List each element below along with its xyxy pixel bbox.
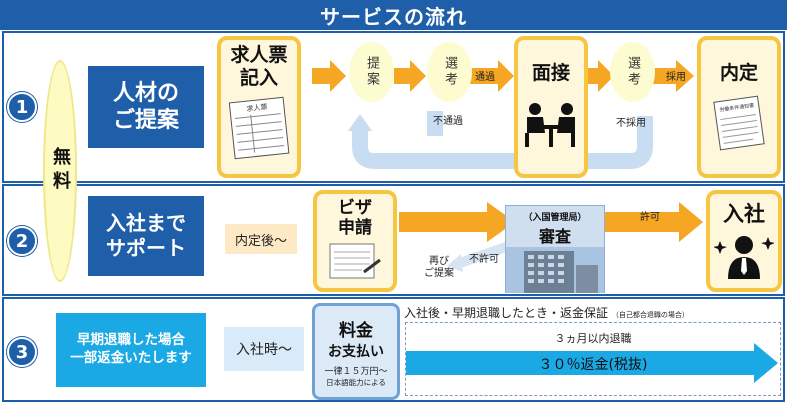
step-1-label-line1: 人材の: [112, 80, 179, 106]
reject-label: 不採用: [616, 118, 646, 129]
pass-label: 通過: [475, 72, 495, 83]
repropose-label: 再び ご提案: [424, 256, 454, 280]
guarantee-note: （自己都合退職の場合）: [611, 311, 689, 319]
building-icon: [506, 247, 604, 293]
row-2-flow: [399, 202, 703, 272]
select-step-1: 選考: [427, 42, 472, 102]
propose-step: 提案: [349, 42, 394, 102]
visa-line2: 申請: [338, 218, 372, 239]
job-form-doc-title: 求人票: [246, 102, 268, 113]
guarantee-title: 入社後・早期退職したとき・返金保証 （自己都合退職の場合）: [404, 304, 782, 321]
refund-arrow: [406, 343, 778, 383]
step-3-number: 3: [7, 337, 37, 367]
step-2-number: 2: [7, 226, 37, 256]
payment-note1: 一律１５万円～: [324, 366, 388, 377]
step-3-label: 早期退職した場合 一部返金いたします: [56, 313, 206, 387]
fail-label: 不通過: [433, 116, 463, 127]
payment-box: 料金 お支払い 一律１５万円～ 日本語能力による: [312, 303, 400, 400]
offer-doc-title: 労働条件通知書: [719, 102, 755, 114]
offer-label: 内定: [719, 62, 758, 84]
step-1-label: 人材の ご提案: [88, 66, 204, 148]
permit-label: 許可: [640, 212, 660, 223]
denied-label: 不許可: [469, 254, 499, 265]
job-form-icon: 求人票: [228, 96, 290, 159]
step-3-label-line2: 一部返金いたします: [70, 350, 192, 366]
step-1-number: 1: [7, 92, 37, 122]
step-3-label-line1: 早期退職した場合: [77, 332, 185, 349]
payment-note2: 日本語能力による: [326, 377, 386, 387]
repropose-line2: ご提案: [424, 268, 454, 279]
interview-box: 面接: [514, 36, 588, 178]
row-1-flow: [312, 60, 694, 169]
offer-document-icon: 労働条件通知書: [713, 95, 765, 151]
free-badge: 無料: [43, 60, 77, 282]
interview-icon: [525, 102, 575, 147]
step-2-label-line1: 入社まで: [106, 211, 186, 235]
immigration-label: （入国管理局）: [523, 213, 587, 223]
interview-label: 面接: [531, 62, 570, 84]
visa-form-icon: [329, 243, 381, 279]
at-join-label: 入社時～: [224, 327, 304, 371]
hire-label: 採用: [666, 72, 686, 83]
businessman-icon: [714, 236, 774, 280]
job-posting-line2: 記入: [239, 66, 278, 89]
refund-label: ３０％返金(税抜): [538, 357, 648, 373]
page-title: サービスの流れ: [0, 0, 787, 30]
offer-box: 内定 労働条件通知書: [697, 36, 781, 178]
step-2-label: 入社まで サポート: [88, 196, 204, 276]
visa-line1: ビザ: [338, 198, 372, 218]
select-step-2: 選考: [610, 42, 655, 102]
guarantee-text: 入社後・早期退職したとき・返金保証: [404, 306, 609, 320]
review-box: （入国管理局） 審査: [505, 205, 605, 293]
join-label: 入社: [723, 202, 765, 226]
payment-line1: 料金: [339, 320, 373, 341]
after-offer-label: 内定後～: [225, 224, 297, 254]
payment-line2: お支払い: [328, 343, 384, 360]
step-2-label-line2: サポート: [106, 236, 186, 260]
step-1-label-line2: ご提案: [112, 108, 179, 133]
visa-box: ビザ 申請: [313, 190, 397, 292]
repropose-line1: 再び: [429, 256, 449, 267]
join-box: 入社: [706, 190, 782, 292]
job-posting-box: 求人票 記入 求人票: [217, 36, 301, 178]
job-posting-line1: 求人票: [230, 44, 288, 66]
review-label: 審査: [538, 227, 571, 246]
within-label: ３ヵ月以内退職: [554, 332, 632, 345]
